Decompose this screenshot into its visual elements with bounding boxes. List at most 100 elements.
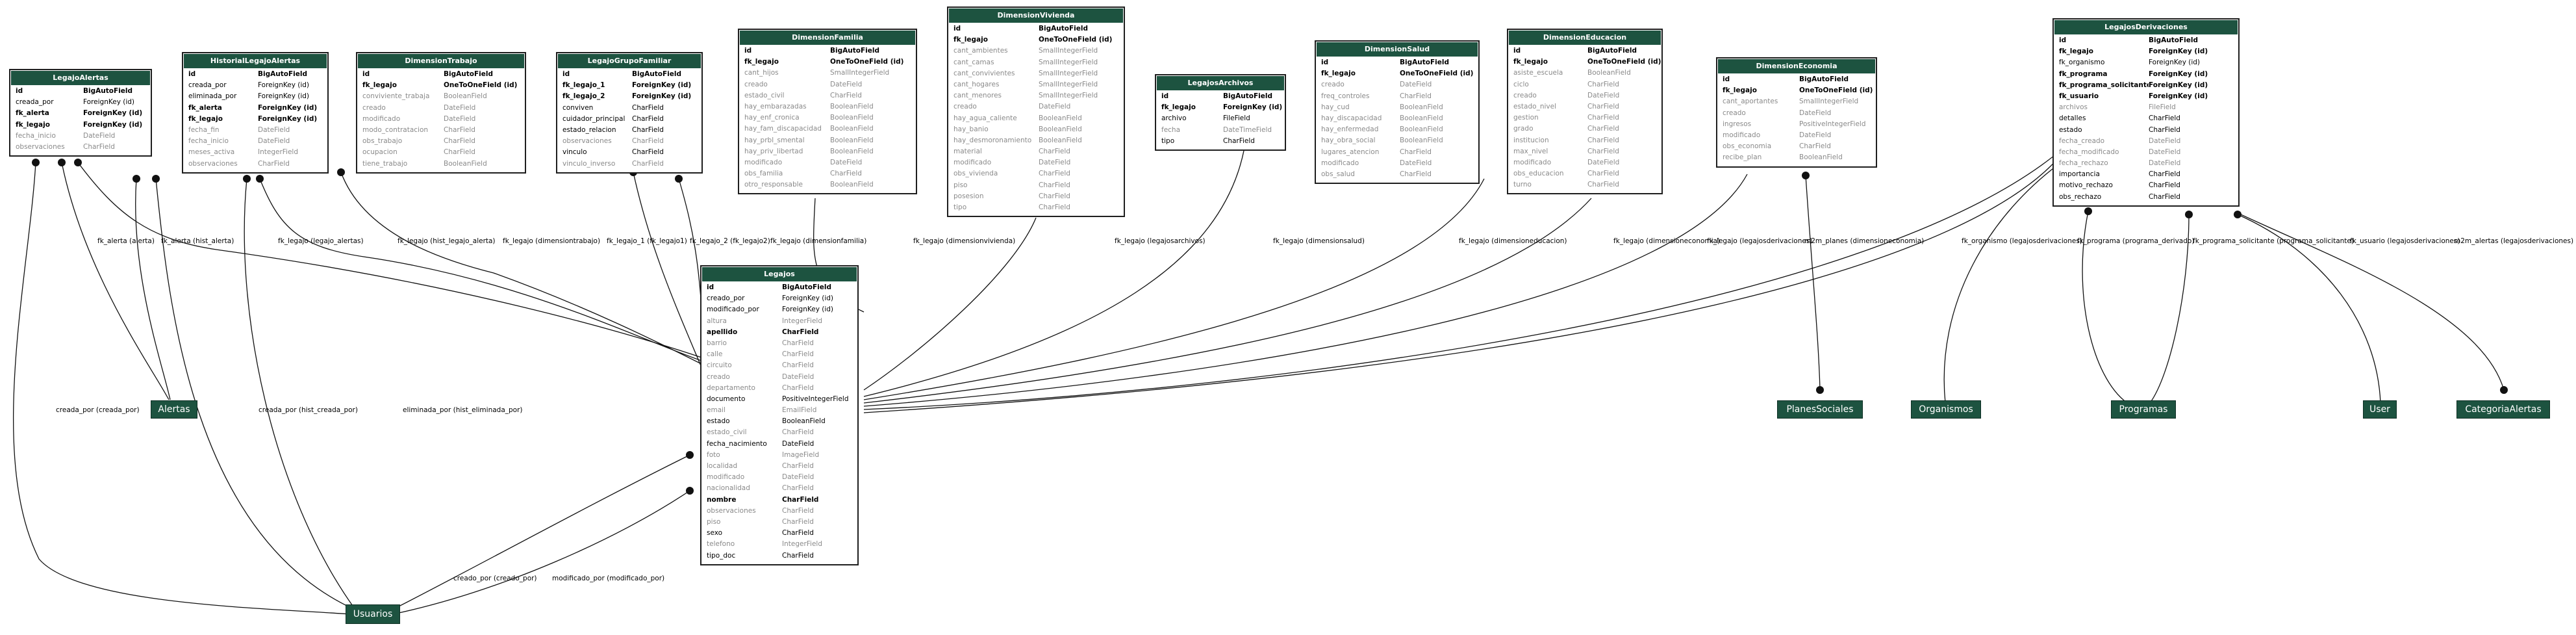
- field-name: observaciones: [707, 506, 756, 515]
- field-name: creado: [1723, 109, 1746, 117]
- table-field-row: obs_vivienda CharField: [948, 168, 1124, 179]
- field-type: IntegerField: [258, 148, 299, 157]
- edge-label: fk_legajo (legajo_alertas): [278, 237, 364, 245]
- field-name: archivos: [2059, 103, 2088, 112]
- field-name: id: [707, 283, 714, 291]
- field-type: CharField: [782, 506, 814, 515]
- field-type: BooleanField: [1039, 136, 1082, 144]
- table-title: HistorialLegajoAlertas: [184, 54, 327, 68]
- field-name: ingresos: [1723, 120, 1752, 128]
- field-name: piso: [953, 181, 968, 189]
- field-type: CharField: [632, 125, 664, 134]
- field-type: CharField: [782, 428, 814, 437]
- field-type: CharField: [782, 361, 814, 370]
- field-type: BigAutoField: [782, 283, 831, 291]
- field-type: DateField: [1039, 103, 1071, 111]
- field-type: OneToOneField (id): [1039, 36, 1113, 44]
- edge-label: fk_legajo (dimensionvivienda): [913, 237, 1016, 245]
- field-type: ForeignKey (id): [2149, 81, 2208, 89]
- field-name: fk_alerta: [16, 109, 49, 118]
- field-type: DateField: [1587, 91, 1620, 99]
- field-type: CharField: [2149, 170, 2180, 179]
- field-type: DateField: [782, 372, 814, 381]
- field-type: OneToOneField (id): [1400, 70, 1474, 78]
- field-name: asiste_escuela: [1513, 69, 1563, 77]
- field-type: DateField: [444, 103, 476, 112]
- field-name: piso: [707, 517, 721, 526]
- field-name: max_nivel: [1513, 147, 1548, 155]
- field-name: fk_legajo_2: [562, 92, 605, 101]
- field-name: obs_familia: [744, 170, 783, 178]
- field-type: ImageField: [782, 450, 820, 459]
- field-type: CharField: [1039, 170, 1070, 178]
- field-name: barrio: [707, 339, 727, 347]
- field-type: BigAutoField: [632, 70, 681, 78]
- field-name: fk_legajo: [188, 114, 223, 123]
- table-title: Legajos: [702, 267, 857, 281]
- field-type: BooleanField: [830, 136, 874, 144]
- edge-label: fk_alerta (alerta): [97, 237, 155, 245]
- field-name: fk_programa: [2059, 70, 2108, 78]
- field-name: obs_vivienda: [953, 170, 998, 178]
- field-name: sexo: [707, 529, 723, 538]
- field-name: vinculo_inverso: [562, 159, 616, 168]
- field-name: tiene_trabajo: [362, 159, 408, 168]
- edge-label: fk_alerta (hist_alerta): [161, 237, 234, 245]
- field-name: departamento: [707, 383, 755, 392]
- field-name: vinculo: [562, 148, 587, 157]
- field-name: modificado: [953, 159, 992, 167]
- edge-label: fk_programa_solicitante (programa_solici…: [2193, 237, 2354, 245]
- field-name: creado: [1513, 91, 1537, 99]
- edge-usuario: [2237, 214, 2381, 404]
- field-name: localidad: [707, 462, 738, 470]
- field-name: foto: [707, 450, 720, 459]
- field-name: id: [1161, 92, 1169, 100]
- field-type: SmallIntegerField: [1039, 92, 1098, 100]
- field-type: CharField: [782, 462, 814, 470]
- field-type: CharField: [782, 529, 814, 538]
- field-name: conviven: [562, 103, 594, 112]
- field-type: ForeignKey (id): [2149, 92, 2208, 100]
- field-type: ForeignKey (id): [2149, 70, 2208, 78]
- field-type: DateField: [2149, 136, 2181, 145]
- field-type: CharField: [2149, 192, 2180, 201]
- field-name: ciclo: [1513, 80, 1529, 88]
- field-name: calle: [707, 350, 723, 359]
- field-type: ForeignKey (id): [782, 305, 834, 314]
- field-type: BooleanField: [1400, 136, 1443, 145]
- field-type: BooleanField: [830, 114, 874, 122]
